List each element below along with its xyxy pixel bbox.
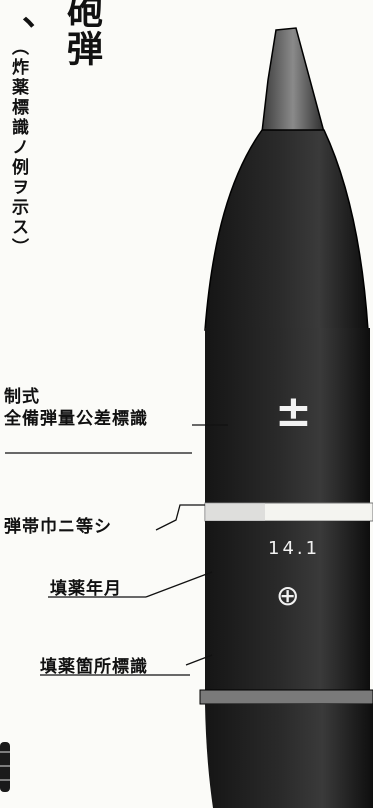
base-ring (199, 689, 373, 705)
tolerance-mark: ± (275, 386, 312, 437)
side-note: （炸薬標識ノ例ヲ示ス） (8, 38, 28, 258)
leader-nengetsu (145, 571, 213, 598)
shell-fuze (261, 27, 325, 133)
shell-base (205, 704, 373, 808)
corner-emblem (0, 742, 10, 792)
shell-upper-body (205, 328, 370, 503)
shell-ogive (204, 129, 369, 331)
title-punctuation: 、 (22, 0, 56, 34)
label-zenbi: 全備弾量公差標識 (4, 409, 148, 429)
page-title: 砲弾 (61, 0, 103, 68)
leader-dantai (155, 504, 205, 531)
fill-place-mark: ⊕ (276, 579, 300, 612)
label-block-weight: 制式 全備弾量公差標識 (4, 386, 148, 430)
label-tenyaku-kasho: 填薬箇所標識 (40, 657, 148, 677)
leader-kasho (185, 654, 213, 666)
label-tenyaku-nengetsu: 填薬年月 (50, 579, 122, 599)
label-seishiki: 制式 (4, 387, 40, 407)
fill-date-mark: 14.1 (268, 538, 321, 559)
shell-lower-body (205, 521, 370, 691)
label-dantai: 弾帯巾ニ等シ (4, 517, 112, 537)
